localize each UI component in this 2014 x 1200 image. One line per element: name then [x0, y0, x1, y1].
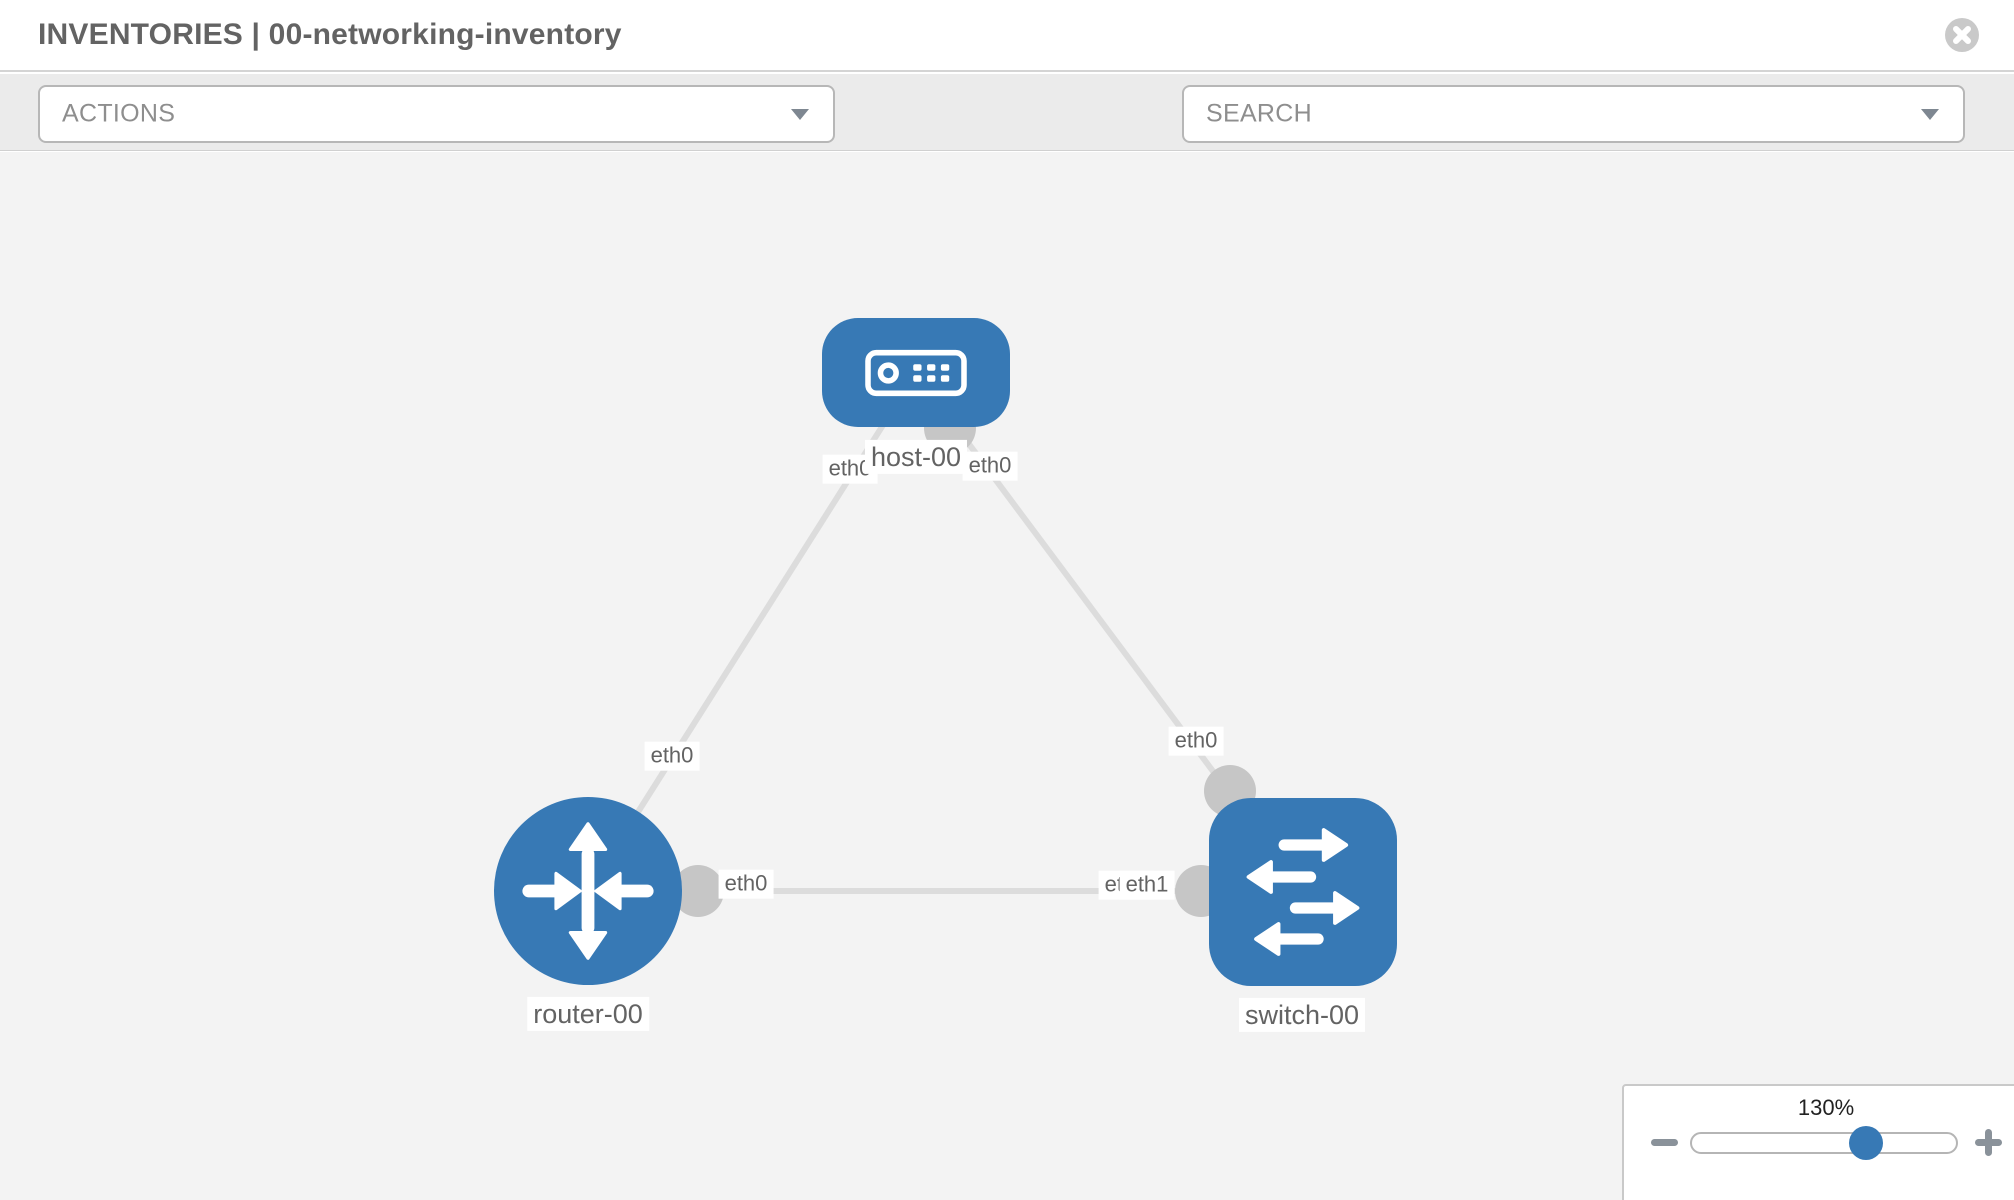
node-router-00[interactable]	[494, 797, 682, 985]
topology-canvas[interactable]: eth0 eth0 eth0 eth0 eth0 eth0 eth1 host-…	[0, 152, 2014, 1200]
close-x-glyph	[1953, 26, 1971, 44]
interface-label: eth0	[1168, 726, 1224, 756]
search-placeholder: SEARCH	[1206, 99, 1312, 128]
links-layer	[585, 371, 1306, 917]
router-icon	[522, 822, 654, 960]
actions-dropdown[interactable]: ACTIONS	[38, 85, 835, 143]
chevron-down-icon	[1921, 109, 1939, 120]
node-label-host-00: host-00	[864, 439, 968, 475]
zoom-slider-thumb[interactable]	[1849, 1126, 1883, 1160]
interface-label: eth0	[962, 451, 1018, 481]
actions-dropdown-label: ACTIONS	[62, 99, 176, 128]
minus-icon[interactable]	[1651, 1139, 1678, 1146]
node-switch-00[interactable]	[1209, 798, 1397, 986]
host-icon	[865, 349, 967, 396]
interface-label: eth1	[1119, 870, 1175, 900]
header-bar: INVENTORIES | 00-networking-inventory	[0, 0, 2014, 72]
zoom-level-value: 130%	[1797, 1095, 1855, 1120]
interface-label: eth0	[644, 741, 700, 771]
node-host-00[interactable]	[822, 318, 1010, 427]
page-title: INVENTORIES | 00-networking-inventory	[38, 18, 622, 51]
search-dropdown[interactable]: SEARCH	[1182, 85, 1965, 143]
chevron-down-icon	[791, 109, 809, 120]
plus-icon[interactable]	[1975, 1129, 2002, 1156]
close-icon[interactable]	[1945, 18, 1979, 52]
interface-label: eth0	[718, 869, 774, 899]
zoom-slider-track[interactable]	[1690, 1126, 1958, 1160]
node-label-switch-00: switch-00	[1238, 997, 1366, 1033]
interface-connector-router[interactable]	[672, 865, 724, 917]
node-label-router-00: router-00	[527, 996, 649, 1032]
switch-icon	[1246, 828, 1360, 956]
toolbar: ACTIONS SEARCH	[0, 74, 2014, 207]
zoom-control-panel: 130%	[1622, 1084, 2014, 1200]
